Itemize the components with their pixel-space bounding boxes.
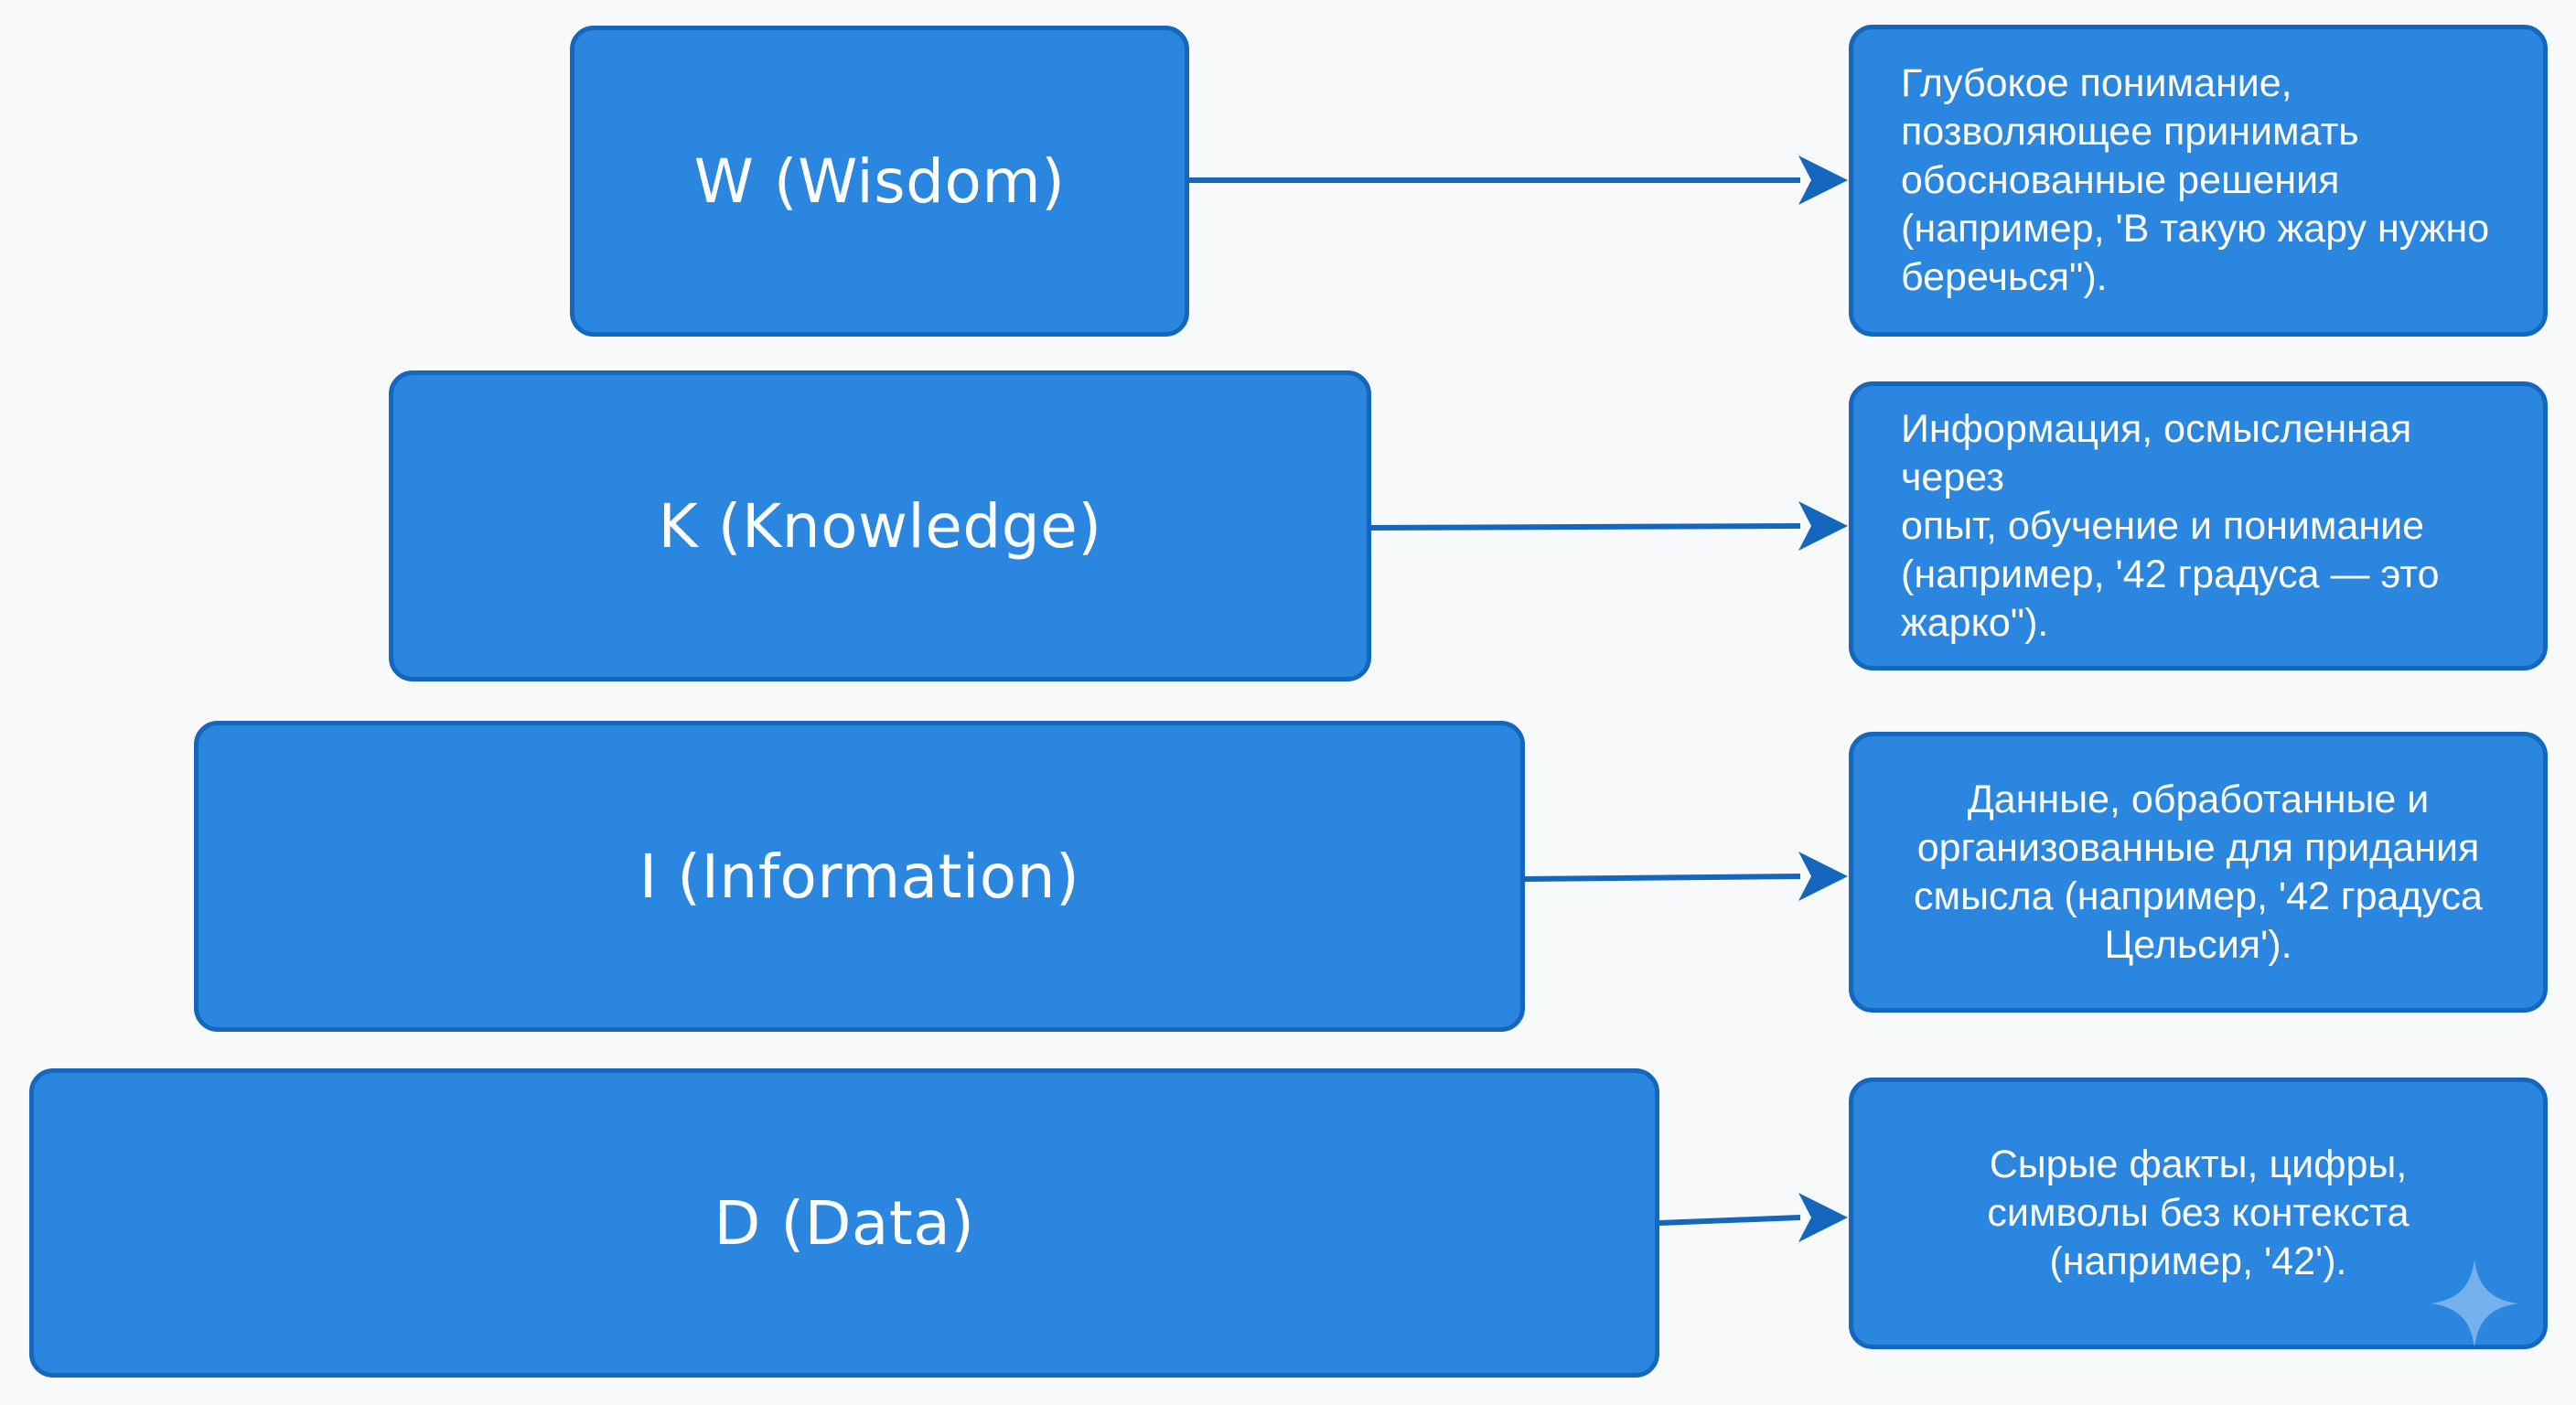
description-line: (например, '42 градуса — это <box>1901 552 2440 596</box>
arrow-information <box>1524 852 1848 901</box>
description-wisdom-box: Глубокое понимание, позволяющее принимат… <box>1849 25 2548 337</box>
level-wisdom-box: W (Wisdom) <box>570 26 1189 337</box>
description-line: (например, 'В такую жару нужно <box>1901 207 2490 251</box>
level-information-label: I (Information) <box>639 841 1080 912</box>
description-line: Данные, обработанные и <box>1967 777 2430 821</box>
level-knowledge-label: K (Knowledge) <box>658 490 1102 562</box>
description-knowledge-text: Информация, осмысленная через опыт, обуч… <box>1901 405 2519 648</box>
description-line: позволяющее принимать <box>1901 110 2359 154</box>
sparkle-icon <box>2431 1260 2518 1347</box>
description-line: Сырые факты, цифры, <box>1989 1142 2408 1186</box>
level-knowledge-box: K (Knowledge) <box>389 370 1371 681</box>
description-information-box: Данные, обработанные и организованные дл… <box>1849 732 2548 1013</box>
description-data-box: Сырые факты, цифры, символы без контекст… <box>1849 1078 2548 1349</box>
level-data-label: D (Data) <box>714 1187 975 1259</box>
description-line: Информация, осмысленная через <box>1901 406 2412 499</box>
description-line: опыт, обучение и понимание <box>1901 503 2425 548</box>
description-line: Глубокое понимание, <box>1901 61 2292 105</box>
level-data-box: D (Data) <box>29 1068 1659 1378</box>
arrow-data <box>1658 1193 1848 1242</box>
arrow-knowledge <box>1370 501 1848 551</box>
description-line: жарко"). <box>1901 600 2049 645</box>
arrow-wisdom <box>1189 156 1848 205</box>
description-line: символы без контекста <box>1987 1191 2410 1235</box>
description-information-text: Данные, обработанные и организованные дл… <box>1914 776 2483 970</box>
description-line: обоснованные решения <box>1901 158 2340 202</box>
description-line: смысла (например, '42 градуса <box>1914 874 2483 918</box>
description-wisdom-text: Глубокое понимание, позволяющее принимат… <box>1901 59 2489 302</box>
description-line: беречься"). <box>1901 255 2108 299</box>
level-information-box: I (Information) <box>194 721 1525 1032</box>
level-wisdom-label: W (Wisdom) <box>693 145 1066 217</box>
description-line: (например, '42'). <box>2049 1239 2347 1283</box>
description-line: организованные для придания <box>1916 825 2480 870</box>
description-data-text: Сырые факты, цифры, символы без контекст… <box>1987 1141 2409 1286</box>
description-line: Цельсия'). <box>2104 922 2292 967</box>
description-knowledge-box: Информация, осмысленная через опыт, обуч… <box>1849 381 2548 670</box>
